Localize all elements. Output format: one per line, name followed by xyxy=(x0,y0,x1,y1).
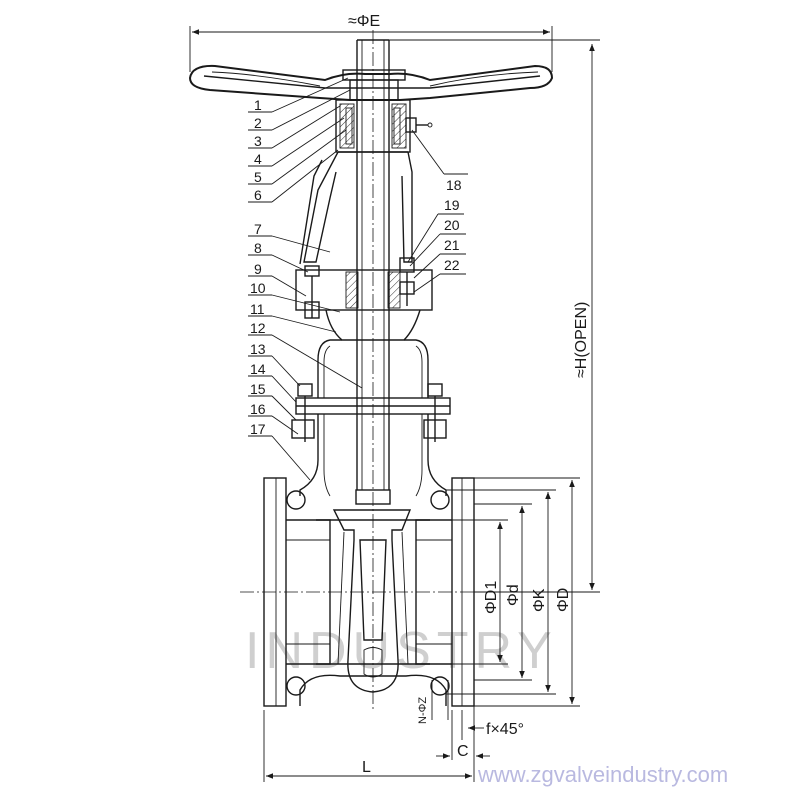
diameter-dimensions: ΦD ΦK Φd ΦD1 xyxy=(446,477,580,707)
website-text: www.zgvalveindustry.com xyxy=(477,762,728,787)
part-label: 5 xyxy=(254,169,262,185)
watermark-text: INDUSTRY xyxy=(245,622,558,680)
part-label: 7 xyxy=(254,221,262,237)
dimension-handwheel-diameter: ≈ΦE xyxy=(189,13,553,72)
part-label: 19 xyxy=(444,197,460,213)
part-label: 13 xyxy=(250,341,266,357)
part-label: 17 xyxy=(250,421,266,437)
part-label: 12 xyxy=(250,320,266,336)
part-label: 9 xyxy=(254,261,262,277)
dim-label-bigd: ΦD xyxy=(555,588,572,612)
part-label: 10 xyxy=(250,280,266,296)
yoke-nut-housing xyxy=(335,99,433,153)
yoke xyxy=(299,151,413,265)
part-label: 14 xyxy=(250,361,266,377)
dim-label-d1: ΦD1 xyxy=(483,581,500,614)
handwheel xyxy=(188,64,554,101)
part-label: 3 xyxy=(254,133,262,149)
part-label: 6 xyxy=(254,187,262,203)
dimension-height: ≈H(OPEN) xyxy=(389,39,600,593)
part-label: 18 xyxy=(446,177,462,193)
part-label: 15 xyxy=(250,381,266,397)
length-dimension: L xyxy=(263,710,475,782)
part-labels: 1 2 3 4 5 6 7 8 9 10 11 12 13 14 15 16 1… xyxy=(250,97,462,437)
dim-label-chamfer: f×45° xyxy=(486,721,524,738)
part-label: 11 xyxy=(250,301,265,317)
dim-label-e: ≈ΦE xyxy=(348,13,380,30)
chamfer-dimension: f×45° C xyxy=(436,706,524,760)
dim-label-nz: N-ΦZ xyxy=(417,697,429,724)
bolt-hole-dimension: N-ΦZ xyxy=(417,680,449,724)
part-label: 21 xyxy=(444,237,460,253)
dim-label-k: ΦK xyxy=(531,588,548,612)
dim-label-l: L xyxy=(362,759,371,776)
packing-gland xyxy=(295,257,433,341)
dim-label-h: ≈H(OPEN) xyxy=(573,302,590,378)
part-label: 16 xyxy=(250,401,266,417)
leader-lines xyxy=(248,77,468,481)
dim-label-c: C xyxy=(457,743,469,760)
gate-wedge xyxy=(332,489,412,693)
part-label: 22 xyxy=(444,257,460,273)
part-label: 4 xyxy=(254,151,262,167)
part-label: 20 xyxy=(444,217,460,233)
part-label: 8 xyxy=(254,240,262,256)
dim-label-d: Φd xyxy=(505,584,522,606)
part-label: 2 xyxy=(254,115,262,131)
part-label: 1 xyxy=(254,97,262,113)
bonnet xyxy=(291,339,451,442)
